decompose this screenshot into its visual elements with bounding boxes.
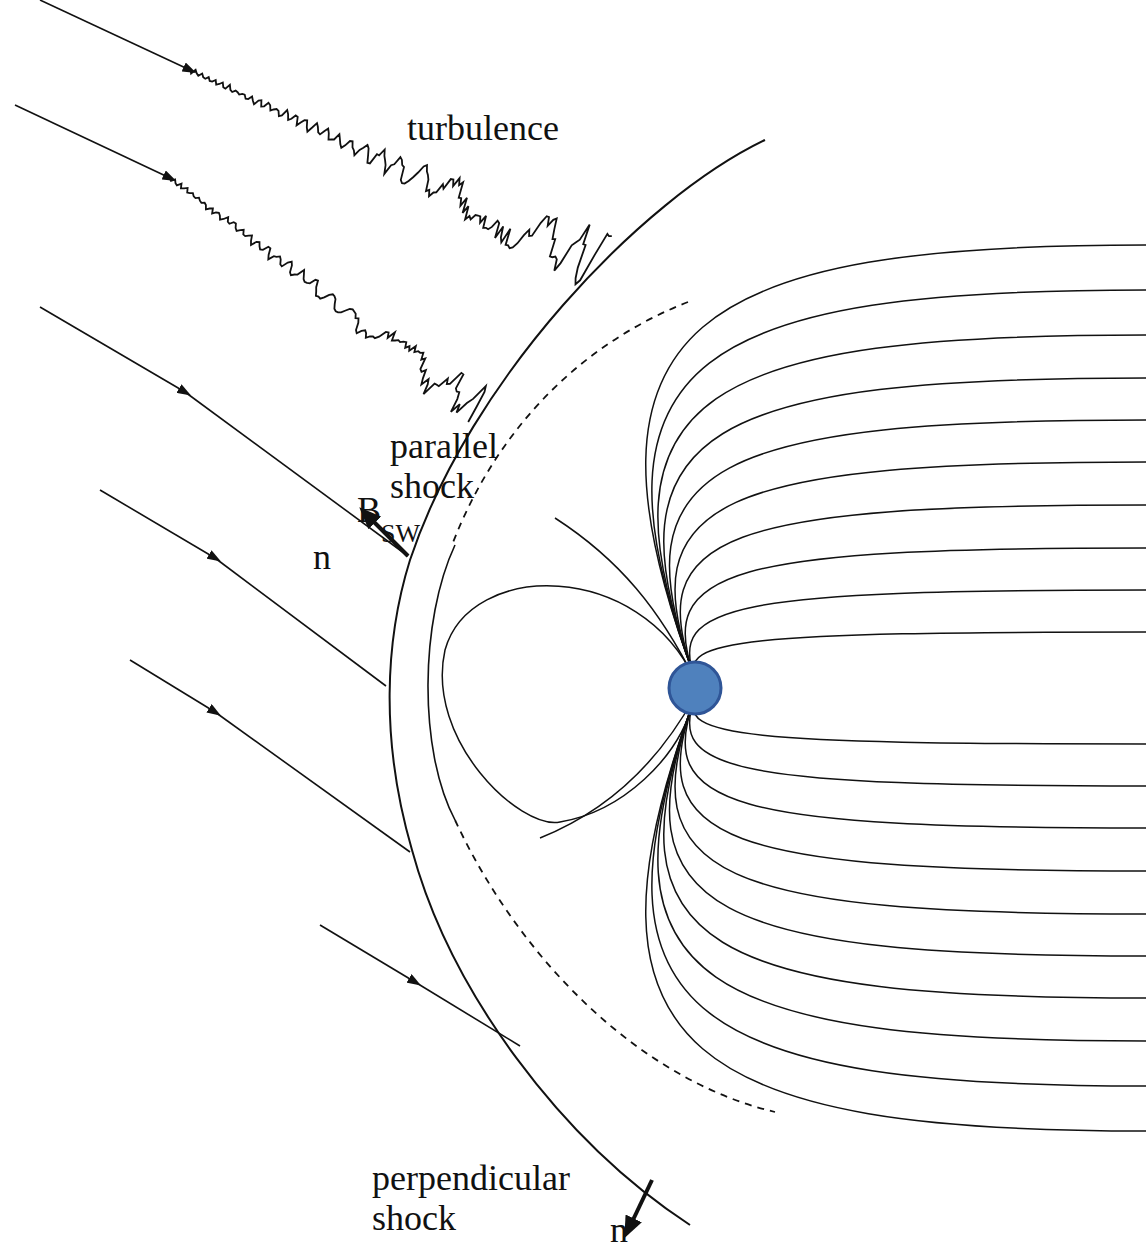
tail-field-line	[693, 632, 1146, 678]
planet	[669, 662, 721, 714]
normal-label: n	[313, 537, 331, 577]
field-symbol: B	[357, 490, 381, 530]
tail-field-line	[658, 698, 1146, 1041]
tail-field-line	[693, 698, 1146, 744]
dipole-field-lines	[442, 245, 1146, 1131]
tail-field-line	[675, 462, 1146, 678]
tail-field-line	[652, 698, 1146, 1086]
tail-field-line	[669, 420, 1146, 678]
tail-field-line	[689, 590, 1146, 678]
tail-field-line	[664, 698, 1146, 998]
field-subscript: SW	[381, 519, 420, 548]
turbulence-wave	[170, 178, 486, 422]
tail-field-line	[669, 698, 1146, 956]
magnetopause-dashed	[455, 820, 775, 1112]
shock-label: perpendicular shock	[372, 1158, 622, 1239]
normal-label: n	[610, 1210, 628, 1250]
tail-field-line	[689, 698, 1146, 786]
tail-field-line	[675, 698, 1146, 914]
bow-shock	[390, 140, 765, 1225]
magnetopause	[428, 545, 455, 820]
tail-field-line	[658, 335, 1146, 678]
shock-normal-arrow	[632, 1180, 652, 1222]
turbulence-wave	[191, 69, 612, 284]
tail-field-line	[646, 245, 1146, 678]
shock-label: parallel shock	[390, 426, 550, 507]
region-label: turbulence	[407, 108, 559, 148]
solar-wind-field-lines	[15, 0, 520, 1046]
tail-field-line	[685, 548, 1146, 678]
tail-field-line	[680, 698, 1146, 871]
tail-field-line	[685, 698, 1146, 828]
tail-field-line	[680, 505, 1146, 678]
tail-field-line	[652, 290, 1146, 678]
turbulence-waves	[170, 69, 612, 422]
tail-field-line	[664, 378, 1146, 678]
tail-field-line	[646, 698, 1146, 1131]
